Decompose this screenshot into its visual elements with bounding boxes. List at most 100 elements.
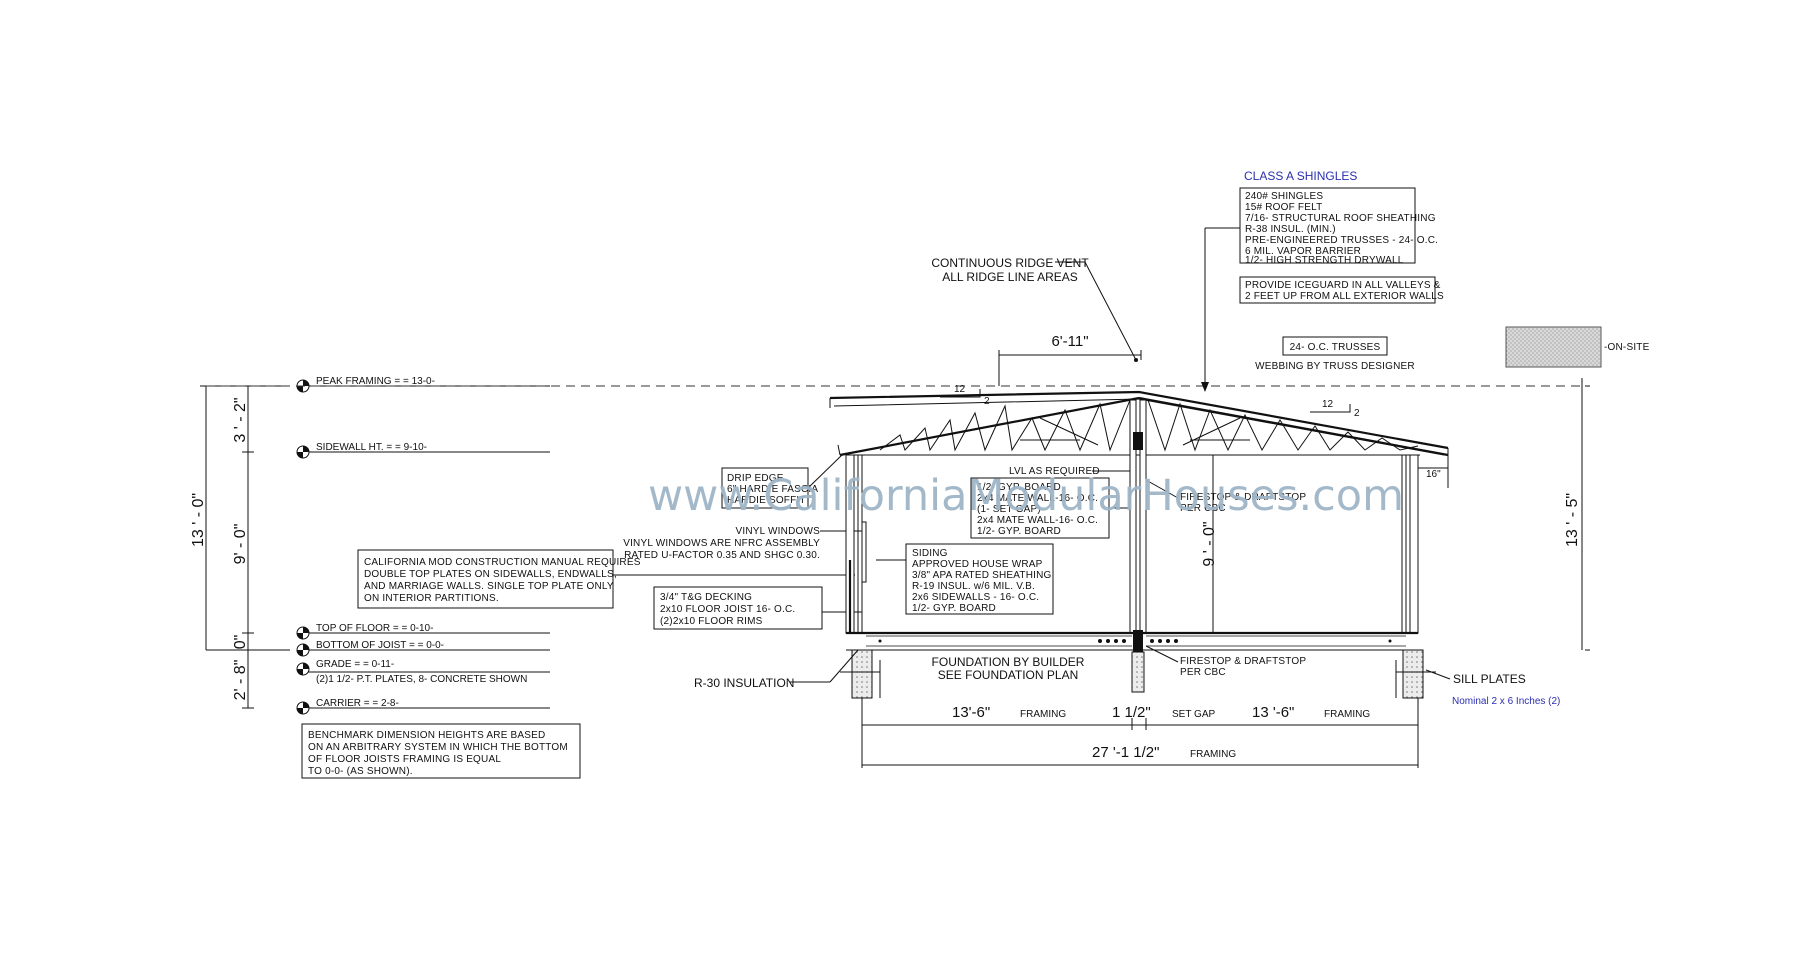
svg-text:SIDING: SIDING <box>912 548 948 559</box>
on-site-legend: -ON-SITE <box>1505 326 1650 368</box>
svg-text:VINYL WINDOWS ARE NFRC ASSEMBL: VINYL WINDOWS ARE NFRC ASSEMBLY <box>623 538 820 549</box>
svg-text:LVL AS REQUIRED: LVL AS REQUIRED <box>1009 466 1100 477</box>
ridge-offset-dim: 6'-11" <box>998 333 1142 386</box>
right-framing-dim: 13 '-6" <box>1252 704 1294 721</box>
benchmark-marker-carrier <box>296 701 310 715</box>
svg-text:R-19 INSUL. w/6 MIL. V.B.: R-19 INSUL. w/6 MIL. V.B. <box>912 581 1035 592</box>
svg-text:PRE-ENGINEERED TRUSSES - 24- O: PRE-ENGINEERED TRUSSES - 24- O.C. <box>1245 235 1438 246</box>
benchmark-top-floor-label: TOP OF FLOOR = = 0-10- <box>316 623 433 634</box>
right-height-dim: 13 ' - 5" <box>1564 493 1581 547</box>
svg-text:VINYL WINDOWS: VINYL WINDOWS <box>736 526 821 537</box>
floor-dim: 0" <box>232 635 249 650</box>
svg-text:FRAMING: FRAMING <box>1020 709 1066 720</box>
svg-text:OF FLOOR JOISTS FRAMING IS EQU: OF FLOOR JOISTS FRAMING IS EQUAL <box>308 754 501 765</box>
svg-text:SILL PLATES: SILL PLATES <box>1453 672 1526 686</box>
decking-note: 3/4" T&G DECKING 2x10 FLOOR JOIST 16- O.… <box>653 586 862 630</box>
svg-text:-ON-SITE: -ON-SITE <box>1604 342 1650 353</box>
svg-text:2: 2 <box>1354 408 1360 419</box>
pitch-marker-right: 12 2 <box>1310 399 1360 419</box>
svg-text:7/16- STRUCTURAL ROOF SHEATHIN: 7/16- STRUCTURAL ROOF SHEATHING <box>1245 213 1436 224</box>
svg-text:PROVIDE ICEGUARD IN ALL VALLEY: PROVIDE ICEGUARD IN ALL VALLEYS & <box>1245 280 1441 291</box>
svg-text:240# SHINGLES: 240# SHINGLES <box>1245 191 1323 202</box>
svg-text:FRAMING: FRAMING <box>1190 749 1236 760</box>
svg-text:FOUNDATION BY BUILDER: FOUNDATION BY BUILDER <box>932 655 1085 669</box>
benchmark-marker-top-floor <box>296 626 310 640</box>
svg-text:6 MIL. VAPOR BARRIER: 6 MIL. VAPOR BARRIER <box>1245 246 1361 257</box>
svg-text:TO 0-0- (AS SHOWN).: TO 0-0- (AS SHOWN). <box>308 766 413 777</box>
benchmark-note: BENCHMARK DIMENSION HEIGHTS ARE BASED ON… <box>301 723 581 779</box>
ridge-vent-note: CONTINUOUS RIDGE VENT ALL RIDGE LINE ARE… <box>931 256 1138 362</box>
left-framing-dim: 13'-6" <box>952 704 990 721</box>
overall-height-dim: 13 ' - 0" <box>190 493 207 547</box>
svg-text:FIRESTOP & DRAFTSTOP: FIRESTOP & DRAFTSTOP <box>1180 656 1306 667</box>
firestop-top-note: FIRESTOP & DRAFTSTOP PER CBC <box>1145 479 1306 514</box>
benchmark-marker-grade <box>296 662 310 676</box>
siding-note: SIDING APPROVED HOUSE WRAP 3/8" APA RATE… <box>876 543 1054 615</box>
building-section <box>206 378 1590 699</box>
svg-text:12: 12 <box>954 384 966 395</box>
carrier-dim: 2' - 8" <box>232 660 249 701</box>
pitch-marker-left: 12 2 <box>940 384 990 407</box>
framing-dims: 13'-6" FRAMING 1 1/2" SET GAP 13 '-6" FR… <box>861 698 1419 768</box>
benchmark-marker-sidewall <box>296 445 310 459</box>
svg-text:FRAMING: FRAMING <box>1324 709 1370 720</box>
svg-text:HARDIE SOFFIT: HARDIE SOFFIT <box>727 495 806 506</box>
svg-text:DRIP EDGE: DRIP EDGE <box>727 473 784 484</box>
svg-text:15# ROOF FELT: 15# ROOF FELT <box>1245 202 1322 213</box>
drip-edge-note: DRIP EDGE 6" HARDIE FASCIA HARDIE SOFFIT <box>721 454 843 509</box>
set-gap-dim: 1 1/2" <box>1112 704 1151 721</box>
svg-text:6" HARDIE FASCIA: 6" HARDIE FASCIA <box>727 484 818 495</box>
svg-text:2x10 FLOOR JOIST 16- O.C.: 2x10 FLOOR JOIST 16- O.C. <box>660 604 795 615</box>
roof-spec-note: 240# SHINGLES 15# ROOF FELT 7/16- STRUCT… <box>1201 187 1438 392</box>
trusses-note: 24- O.C. TRUSSES WEBBING BY TRUSS DESIGN… <box>1255 336 1415 372</box>
svg-text:CALIFORNIA MOD CONSTRUCTION MA: CALIFORNIA MOD CONSTRUCTION MANUAL REQUI… <box>364 557 641 568</box>
svg-text:AND MARRIAGE WALLS. SINGLE TO: AND MARRIAGE WALLS. SINGLE TOP PLATE ONL… <box>364 581 614 592</box>
svg-text:2x4 MATE WALL-16- O.C.: 2x4 MATE WALL-16- O.C. <box>977 493 1098 504</box>
svg-text:2 FEET UP FROM ALL EXTERIOR WA: 2 FEET UP FROM ALL EXTERIOR WALLS <box>1245 291 1444 302</box>
svg-text:BENCHMARK DIMENSION HEIGHTS AR: BENCHMARK DIMENSION HEIGHTS ARE BASED <box>308 730 545 741</box>
svg-text:1/2- GYP. BOARD: 1/2- GYP. BOARD <box>912 603 996 614</box>
svg-text:2x6 SIDEWALLS - 16- O.C.: 2x6 SIDEWALLS - 16- O.C. <box>912 592 1039 603</box>
benchmark-marker-bottom-joist <box>296 643 310 657</box>
svg-text:(1- SET GAP): (1- SET GAP) <box>977 504 1041 515</box>
svg-text:R-30 INSULATION: R-30 INSULATION <box>694 676 794 690</box>
svg-text:(2)2x10 FLOOR RIMS: (2)2x10 FLOOR RIMS <box>660 616 763 627</box>
benchmark-peak-label: PEAK FRAMING = = 13-0- <box>316 376 435 387</box>
svg-text:CONTINUOUS RIDGE VENT: CONTINUOUS RIDGE VENT <box>931 256 1089 270</box>
benchmark-bottom-joist-label: BOTTOM OF JOIST = = 0-0- <box>316 640 444 651</box>
svg-text:1/2- HIGH STRENGTH DRYWALL: 1/2- HIGH STRENGTH DRYWALL <box>1245 255 1404 266</box>
svg-text:16": 16" <box>1426 469 1441 480</box>
svg-text:PER CBC: PER CBC <box>1180 503 1226 514</box>
overall-framing-dim: 27 '-1 1/2" <box>1092 744 1159 761</box>
svg-text:PER CBC: PER CBC <box>1180 667 1226 678</box>
svg-text:DOUBLE TOP PLATES ON SIDEWALLS: DOUBLE TOP PLATES ON SIDEWALLS, ENDWALLS… <box>364 569 617 580</box>
svg-text:3/4" T&G DECKING: 3/4" T&G DECKING <box>660 592 752 603</box>
peak-to-sidewall-dim: 3 ' - 2" <box>232 397 249 442</box>
double-plates-note: CALIFORNIA MOD CONSTRUCTION MANUAL REQUI… <box>357 549 855 609</box>
svg-text:2x4 MATE WALL-16- O.C.: 2x4 MATE WALL-16- O.C. <box>977 515 1098 526</box>
foundation-note: FOUNDATION BY BUILDER SEE FOUNDATION PLA… <box>932 655 1085 682</box>
svg-text:12: 12 <box>1322 399 1334 410</box>
interior-height-dim: 9 ' - 0" <box>1201 521 1218 566</box>
windows-note: VINYL WINDOWS VINYL WINDOWS ARE NFRC ASS… <box>623 526 866 561</box>
website-watermark: www.CaliforniaModularHouses.com <box>648 471 1404 521</box>
svg-text:24- O.C. TRUSSES: 24- O.C. TRUSSES <box>1290 342 1381 353</box>
svg-text:ALL RIDGE LINE AREAS: ALL RIDGE LINE AREAS <box>942 270 1078 284</box>
svg-text:1/2- GYP. BOARD: 1/2- GYP. BOARD <box>977 526 1061 537</box>
benchmark-carrier-label: CARRIER = = 2-8- <box>316 698 399 709</box>
nominal-lumber-label: Nominal 2 x 6 Inches (2) <box>1452 696 1560 707</box>
benchmark-grade-note: (2)1 1/2- P.T. PLATES, 8- CONCRETE SHOWN <box>316 674 527 685</box>
wall-height-dim: 9' - 0" <box>232 524 249 565</box>
svg-text:2: 2 <box>984 396 990 407</box>
mate-wall-note: 1/2- GYP. BOARD 2x4 MATE WALL-16- O.C. (… <box>970 477 1130 539</box>
svg-text:SEE FOUNDATION PLAN: SEE FOUNDATION PLAN <box>938 668 1078 682</box>
svg-text:6'-11": 6'-11" <box>1051 333 1088 350</box>
svg-text:WEBBING BY TRUSS DESIGNER: WEBBING BY TRUSS DESIGNER <box>1255 361 1415 372</box>
svg-text:FIRESTOP & DRAFTSTOP: FIRESTOP & DRAFTSTOP <box>1180 492 1306 503</box>
svg-text:SET GAP: SET GAP <box>1172 709 1215 720</box>
overhang-dim: 16" <box>1418 458 1449 488</box>
svg-text:RATED U-FACTOR 0.35 AND SHGC 0: RATED U-FACTOR 0.35 AND SHGC 0.30. <box>624 550 820 561</box>
svg-text:3/8" APA RATED SHEATHING: 3/8" APA RATED SHEATHING <box>912 570 1052 581</box>
svg-text:1/2- GYP. BOARD: 1/2- GYP. BOARD <box>977 482 1061 493</box>
iceguard-note: PROVIDE ICEGUARD IN ALL VALLEYS & 2 FEET… <box>1239 276 1444 304</box>
